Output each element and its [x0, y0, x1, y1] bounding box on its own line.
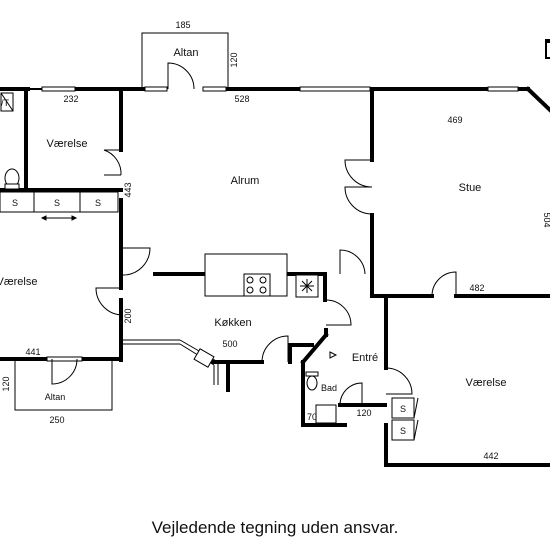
wardrobe-label: S	[95, 198, 101, 208]
dim-482: 482	[469, 283, 484, 293]
dim-443: 443	[123, 182, 133, 197]
dimension-labels: 185 120 232 528 469 443 504 482 200 500 …	[1, 20, 550, 461]
kitchen-island	[193, 253, 319, 368]
dim-504: 504	[542, 212, 550, 227]
dim-250: 250	[49, 415, 64, 425]
balconies	[14, 32, 550, 411]
room-label-vaerelse-left: Værelse	[0, 276, 37, 288]
fixture-labels: S S S S S /T	[1, 98, 406, 436]
wardrobes	[0, 191, 419, 441]
wt-label: /T	[1, 98, 10, 108]
dim-500: 500	[222, 339, 237, 349]
dim-120-top: 120	[229, 52, 239, 67]
dim-232: 232	[63, 94, 78, 104]
dim-185: 185	[175, 20, 190, 30]
windows	[41, 86, 519, 385]
wardrobe-label: S	[400, 404, 406, 414]
wardrobe-label: S	[54, 198, 60, 208]
wardrobe-label: S	[400, 426, 406, 436]
dim-120-bad: 120	[356, 408, 371, 418]
room-labels: Altan Værelse Alrum Stue Værelse Køkken …	[0, 47, 506, 402]
dim-441: 441	[25, 347, 40, 357]
dim-469: 469	[447, 115, 462, 125]
dim-442: 442	[483, 451, 498, 461]
dim-120-left: 120	[1, 376, 11, 391]
dim-528: 528	[234, 94, 249, 104]
room-label-vaerelse-bottom-right: Værelse	[466, 377, 507, 389]
walls	[0, 86, 550, 467]
doors	[51, 62, 457, 406]
room-label-altan-bottom: Altan	[45, 392, 66, 402]
dim-70: 70	[307, 412, 317, 422]
wardrobe-label: S	[12, 198, 18, 208]
room-label-vaerelse-top-left: Værelse	[47, 138, 88, 150]
disclaimer: Vejledende tegning uden ansvar.	[151, 518, 399, 537]
room-label-altan-top: Altan	[173, 47, 198, 59]
bath-fixtures	[0, 92, 338, 424]
room-label-entre: Entré	[352, 352, 378, 364]
room-label-alrum: Alrum	[231, 175, 260, 187]
dim-200: 200	[123, 308, 133, 323]
room-label-koekken: Køkken	[214, 317, 251, 329]
room-label-stue: Stue	[459, 182, 482, 194]
room-label-bad: Bad	[321, 383, 337, 393]
